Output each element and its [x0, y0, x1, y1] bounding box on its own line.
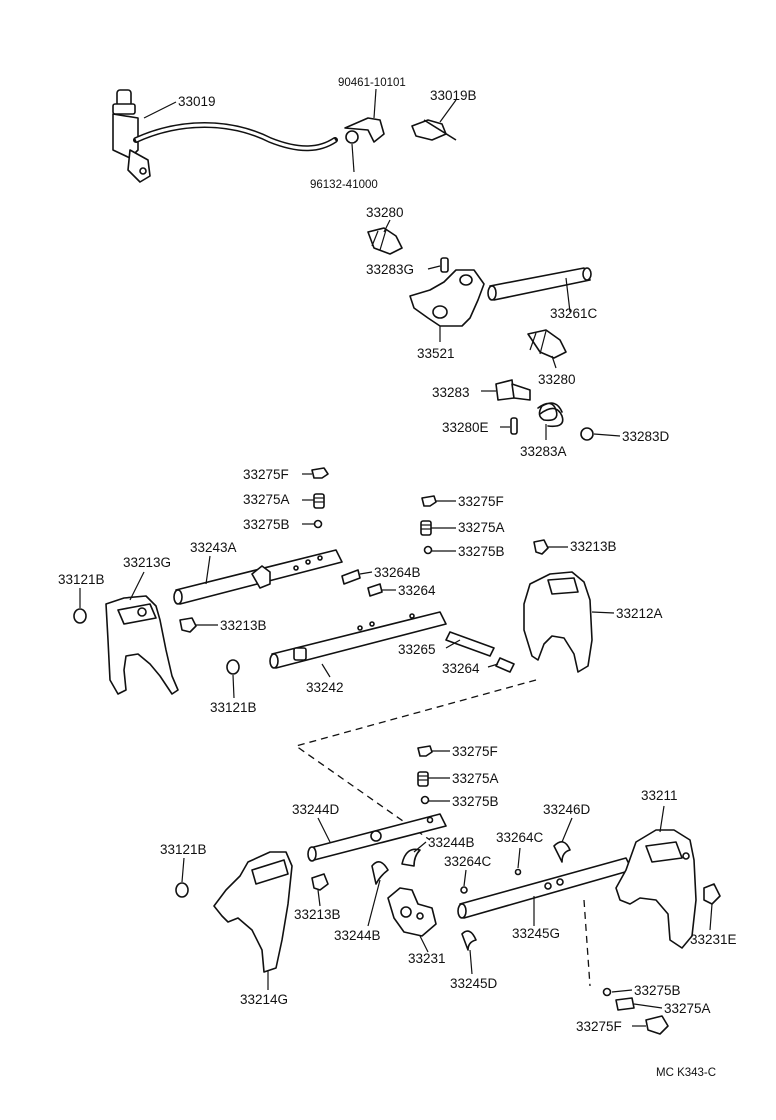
label-33244b-b: 33244B [334, 928, 381, 943]
label-33245d: 33245D [450, 976, 498, 991]
label-33275a-c: 33275A [452, 771, 499, 786]
part-number-labels: 33019 90461-10101 33019B 96132-41000 332… [58, 77, 737, 1034]
label-33213g: 33213G [123, 555, 171, 570]
label-33243a: 33243A [190, 540, 237, 555]
label-33275a-d: 33275A [664, 1001, 711, 1016]
label-33212a: 33212A [616, 606, 663, 621]
shift-fork-33214g [175, 851, 329, 973]
label-33019b: 33019B [430, 88, 477, 103]
assembly-guide-lines [294, 679, 591, 987]
label-33280e: 33280E [442, 420, 489, 435]
shift-selector-assembly [367, 227, 594, 441]
label-33275b-c: 33275B [452, 794, 499, 809]
label-33264c-a: 33264C [496, 830, 544, 845]
label-33275f-c: 33275F [452, 744, 498, 759]
detent-parts-upper [311, 467, 549, 555]
shift-cable-assembly [112, 89, 457, 183]
label-33275f-a: 33275F [243, 467, 289, 482]
label-33265: 33265 [398, 642, 436, 657]
label-33261c: 33261C [550, 306, 598, 321]
label-90461-10101: 90461-10101 [338, 77, 406, 89]
shift-fork-33213g [73, 595, 240, 695]
label-33264c-b: 33264C [444, 854, 492, 869]
leader-lines [79, 88, 713, 1027]
label-96132-41000: 96132-41000 [310, 179, 378, 191]
diagram-reference-code: MC K343-C [656, 1067, 716, 1079]
label-33275f-d: 33275F [576, 1019, 622, 1034]
label-33244d: 33244D [292, 802, 340, 817]
label-33121b-low: 33121B [160, 842, 207, 857]
detent-parts-lower [417, 745, 669, 1035]
shift-shafts-middle [173, 549, 515, 673]
label-33275f-b: 33275F [458, 494, 504, 509]
label-33275a-a: 33275A [243, 492, 290, 507]
label-33019: 33019 [178, 94, 216, 109]
label-33231: 33231 [408, 951, 446, 966]
shift-shafts-lower [307, 813, 633, 951]
label-33275b-b: 33275B [458, 544, 505, 559]
label-33283d: 33283D [622, 429, 670, 444]
label-33280-mid: 33280 [538, 372, 576, 387]
label-33121b-mid: 33121B [210, 700, 257, 715]
label-33283a: 33283A [520, 444, 567, 459]
label-33283g: 33283G [366, 262, 414, 277]
label-33275b-d: 33275B [634, 983, 681, 998]
label-33213b-right: 33213B [570, 539, 617, 554]
label-33264-a: 33264 [398, 583, 436, 598]
label-33214g: 33214G [240, 992, 288, 1007]
label-33275b-a: 33275B [243, 517, 290, 532]
label-33283: 33283 [432, 385, 470, 400]
label-33521: 33521 [417, 346, 455, 361]
label-33264-b: 33264 [442, 661, 480, 676]
label-33213b-low: 33213B [294, 907, 341, 922]
label-33246d: 33246D [543, 802, 591, 817]
label-33245g: 33245G [512, 926, 560, 941]
label-33242: 33242 [306, 680, 344, 695]
label-33244b-a: 33244B [428, 835, 475, 850]
label-33211: 33211 [641, 788, 678, 803]
label-33231e: 33231E [690, 932, 737, 947]
label-33275a-b: 33275A [458, 520, 505, 535]
label-33121b-left: 33121B [58, 572, 105, 587]
label-33264b: 33264B [374, 565, 421, 580]
label-33280-top: 33280 [366, 205, 404, 220]
shift-fork-33212a [523, 571, 593, 673]
shift-fork-33211 [615, 829, 721, 949]
label-33213b-left: 33213B [220, 618, 267, 633]
